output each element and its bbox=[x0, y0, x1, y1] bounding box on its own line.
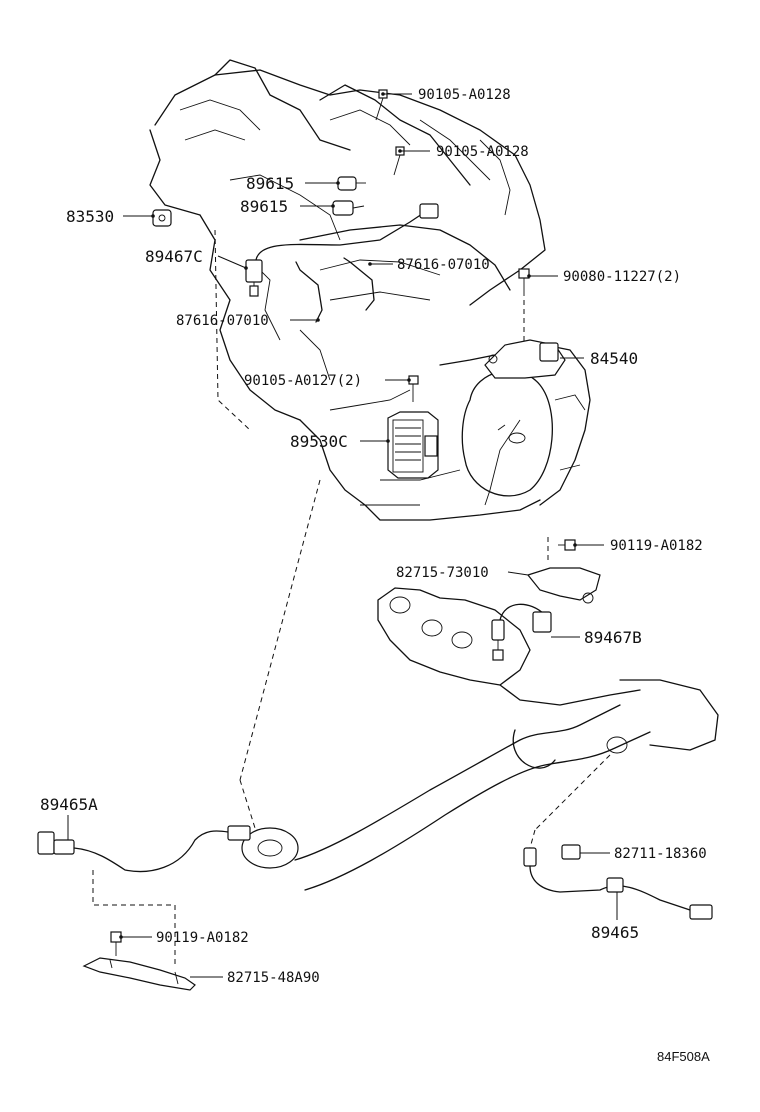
sensor-89615-upper-icon bbox=[337, 176, 366, 191]
label-90119-a0182-a: 90119-A0182 bbox=[610, 538, 703, 554]
bracket-82715-48a90-icon bbox=[82, 957, 196, 991]
bolt-90080-11227-icon bbox=[518, 268, 530, 296]
label-90119-a0182-b: 90119-A0182 bbox=[156, 930, 249, 946]
label-90105-a0128-mid: 90105-A0128 bbox=[436, 144, 529, 160]
label-89467c: 89467C bbox=[145, 247, 203, 266]
label-90105-a0127: 90105-A0127(2) bbox=[244, 373, 362, 389]
label-90105-a0128-top: 90105-A0128 bbox=[418, 87, 511, 103]
label-89465: 89465 bbox=[591, 923, 639, 942]
label-89615-b: 89615 bbox=[240, 197, 288, 216]
oxygen-sensor-89465-icon bbox=[523, 847, 713, 920]
label-82715-48a90: 82715-48A90 bbox=[227, 970, 320, 986]
label-89530c: 89530C bbox=[290, 432, 348, 451]
label-82715-73010: 82715-73010 bbox=[396, 565, 489, 581]
label-89465a: 89465A bbox=[40, 795, 98, 814]
oxygen-sensor-89465a-icon bbox=[37, 825, 251, 873]
bracket-82715-73010-icon bbox=[526, 567, 601, 604]
engine-assembly bbox=[149, 59, 591, 521]
label-90080-11227: 90080-11227(2) bbox=[563, 269, 681, 285]
ecu-89530c-icon bbox=[387, 411, 439, 479]
label-84540: 84540 bbox=[590, 349, 638, 368]
oxygen-sensor-89467c-icon bbox=[245, 203, 439, 297]
bracket-87616-07010-a-icon bbox=[343, 257, 375, 311]
bracket-87616-07010-b-icon bbox=[295, 261, 323, 323]
exhaust-manifold bbox=[377, 587, 719, 751]
label-83530: 83530 bbox=[66, 207, 114, 226]
bolt-90119-a0182-lower-icon bbox=[110, 931, 122, 956]
bolt-90119-a0182-upper-icon bbox=[558, 539, 576, 551]
label-82711-18360: 82711-18360 bbox=[614, 846, 707, 862]
clip-82711-18360-icon bbox=[561, 844, 581, 860]
switch-84540-icon bbox=[484, 339, 566, 379]
diagram-code: 84F508A bbox=[657, 1049, 710, 1064]
leader-dots bbox=[119, 92, 577, 939]
sensor-89615-lower-icon bbox=[332, 200, 365, 216]
label-89615-a: 89615 bbox=[246, 174, 294, 193]
oxygen-sensor-89467b-icon bbox=[491, 603, 552, 661]
label-87616-07010-a: 87616-07010 bbox=[397, 257, 490, 273]
exhaust-pipe bbox=[241, 704, 651, 891]
leader-lines bbox=[67, 93, 618, 978]
switch-83530-icon bbox=[152, 209, 172, 227]
label-87616-07010-b: 87616-07010 bbox=[176, 313, 269, 329]
label-89467b: 89467B bbox=[584, 628, 642, 647]
